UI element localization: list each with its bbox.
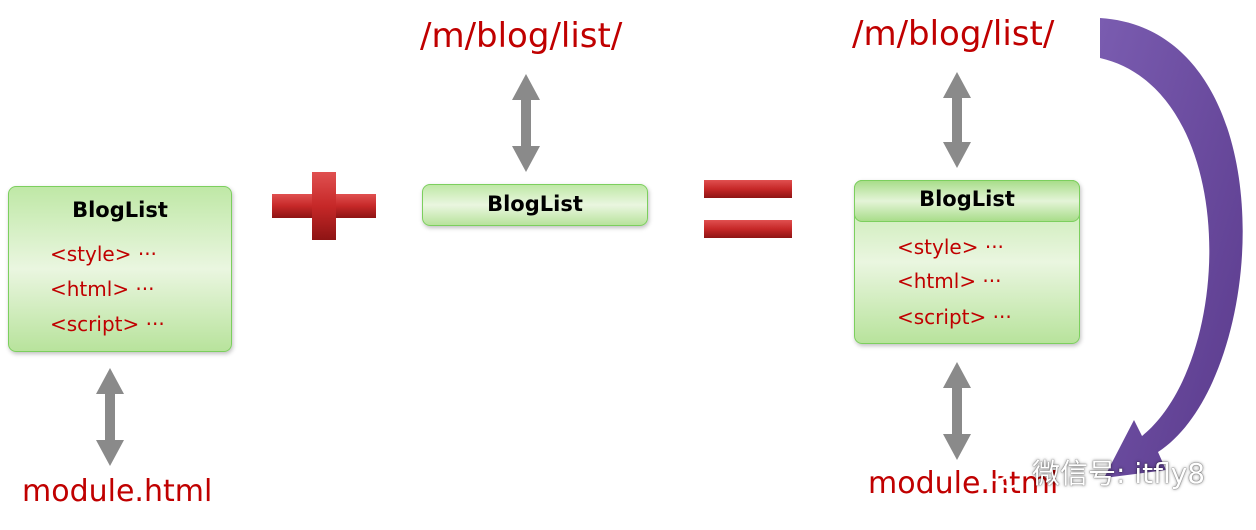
right-box-title: BlogList [919, 187, 1015, 211]
right-html-line: <html> ··· [897, 269, 1002, 293]
plus-operator [272, 172, 376, 240]
middle-url-label: /m/blog/list/ [420, 16, 623, 56]
left-module-label: module.html [22, 474, 213, 509]
right-top-double-arrow [943, 72, 971, 168]
right-box-header: BlogList [854, 180, 1080, 222]
left-bloglist-box: BlogList <style> ··· <html> ··· <script>… [8, 186, 232, 352]
left-script-line: <script> ··· [50, 312, 165, 336]
wechat-icon [979, 454, 1023, 489]
wechat-watermark: 微信号: itfly8 [978, 452, 1205, 492]
right-bottom-double-arrow [943, 362, 971, 460]
right-module-label: module.html [868, 466, 1059, 501]
left-html-line: <html> ··· [50, 277, 155, 301]
left-box-title: BlogList [72, 198, 168, 222]
left-style-line: <style> ··· [50, 242, 157, 266]
left-double-arrow [96, 368, 124, 466]
right-url-label: /m/blog/list/ [852, 14, 1055, 54]
middle-box-title: BlogList [487, 192, 583, 216]
equals-operator [704, 180, 792, 238]
middle-double-arrow [512, 74, 540, 172]
right-style-line: <style> ··· [897, 235, 1004, 259]
right-bloglist-box: BlogList <style> ··· <html> ··· <script>… [854, 180, 1080, 344]
right-script-line: <script> ··· [897, 305, 1012, 329]
watermark-text: 微信号: itfly8 [1032, 457, 1206, 490]
middle-bloglist-box: BlogList [422, 184, 648, 226]
